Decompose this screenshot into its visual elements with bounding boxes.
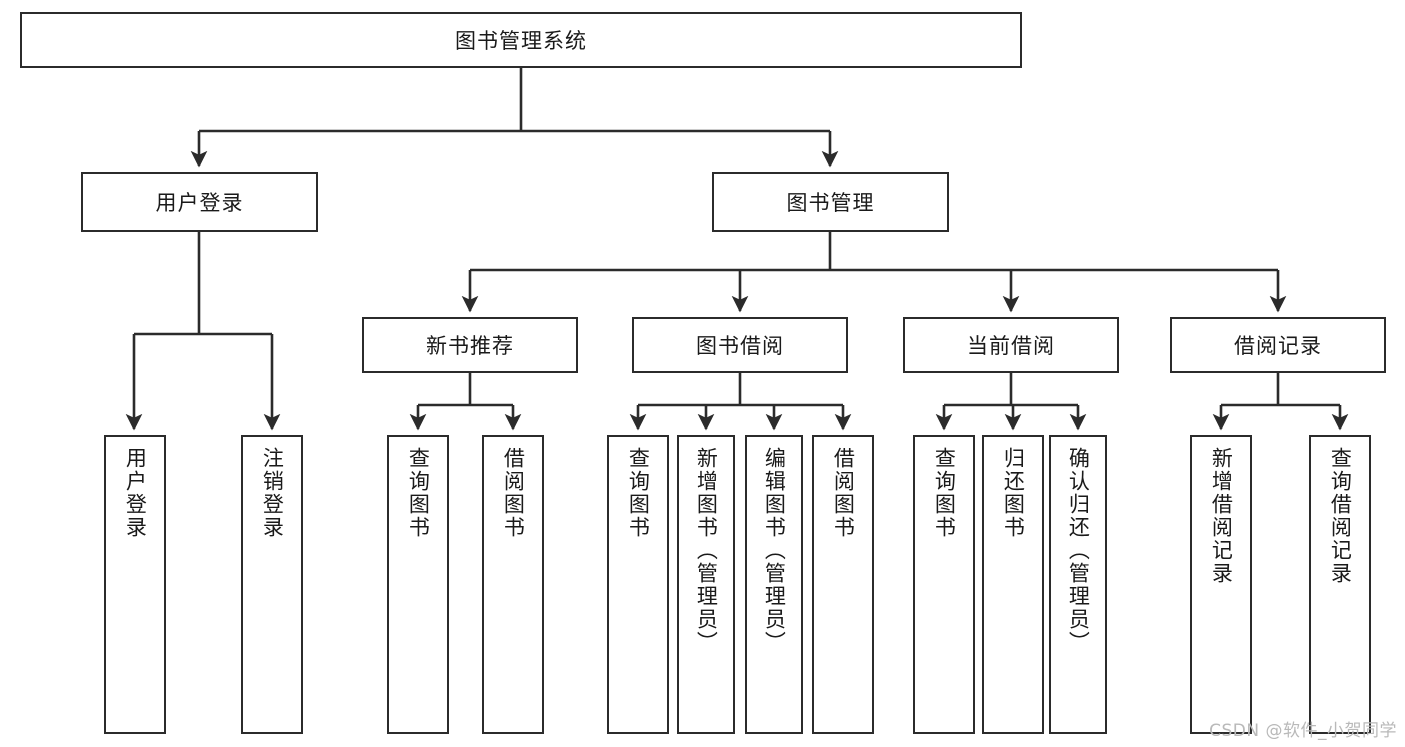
leaf-return-book-label: 归还图书 bbox=[1001, 447, 1026, 539]
leaf-borrow-book-label: 借阅图书 bbox=[831, 447, 856, 539]
leaf-query-book-current[interactable]: 查询图书 bbox=[913, 435, 975, 734]
leaf-query-book-recommend-label: 查询图书 bbox=[406, 447, 431, 539]
node-borrow-record[interactable]: 借阅记录 bbox=[1170, 317, 1386, 373]
leaf-add-borrow-record[interactable]: 新增借阅记录 bbox=[1190, 435, 1252, 734]
leaf-return-book[interactable]: 归还图书 bbox=[982, 435, 1044, 734]
node-root-label: 图书管理系统 bbox=[455, 29, 587, 53]
node-new-book-recommend-label: 新书推荐 bbox=[426, 334, 514, 358]
leaf-edit-book-admin[interactable]: 编辑图书（管理员） bbox=[745, 435, 803, 734]
node-book-management-label: 图书管理 bbox=[786, 191, 875, 215]
leaf-query-book-borrow-label: 查询图书 bbox=[626, 447, 651, 539]
leaf-user-login[interactable]: 用户登录 bbox=[104, 435, 166, 734]
leaf-query-book-borrow[interactable]: 查询图书 bbox=[607, 435, 669, 734]
leaf-user-login-label: 用户登录 bbox=[123, 447, 148, 539]
leaf-confirm-return-admin[interactable]: 确认归还（管理员） bbox=[1049, 435, 1107, 734]
node-current-borrow[interactable]: 当前借阅 bbox=[903, 317, 1119, 373]
node-new-book-recommend[interactable]: 新书推荐 bbox=[362, 317, 578, 373]
leaf-edit-book-admin-label: 编辑图书（管理员） bbox=[762, 447, 787, 654]
node-book-borrow-label: 图书借阅 bbox=[696, 334, 784, 358]
leaf-borrow-book-recommend[interactable]: 借阅图书 bbox=[482, 435, 544, 734]
leaf-add-book-admin[interactable]: 新增图书（管理员） bbox=[677, 435, 735, 734]
leaf-confirm-return-admin-label: 确认归还（管理员） bbox=[1066, 447, 1091, 654]
node-root[interactable]: 图书管理系统 bbox=[20, 12, 1022, 68]
node-book-borrow[interactable]: 图书借阅 bbox=[632, 317, 848, 373]
leaf-borrow-book[interactable]: 借阅图书 bbox=[812, 435, 874, 734]
leaf-borrow-book-recommend-label: 借阅图书 bbox=[501, 447, 526, 539]
leaf-query-borrow-record-label: 查询借阅记录 bbox=[1328, 447, 1353, 585]
leaf-query-book-recommend[interactable]: 查询图书 bbox=[387, 435, 449, 734]
leaf-logout[interactable]: 注销登录 bbox=[241, 435, 303, 734]
node-borrow-record-label: 借阅记录 bbox=[1234, 334, 1322, 358]
node-user-login[interactable]: 用户登录 bbox=[81, 172, 318, 232]
leaf-add-borrow-record-label: 新增借阅记录 bbox=[1209, 447, 1234, 585]
node-user-login-label: 用户登录 bbox=[155, 191, 244, 215]
leaf-add-book-admin-label: 新增图书（管理员） bbox=[694, 447, 719, 654]
leaf-query-book-current-label: 查询图书 bbox=[932, 447, 957, 539]
leaf-logout-label: 注销登录 bbox=[260, 447, 285, 539]
node-current-borrow-label: 当前借阅 bbox=[967, 334, 1055, 358]
csdn-watermark: CSDN @软件_小贺同学 bbox=[1209, 721, 1397, 741]
node-book-management[interactable]: 图书管理 bbox=[712, 172, 949, 232]
leaf-query-borrow-record[interactable]: 查询借阅记录 bbox=[1309, 435, 1371, 734]
